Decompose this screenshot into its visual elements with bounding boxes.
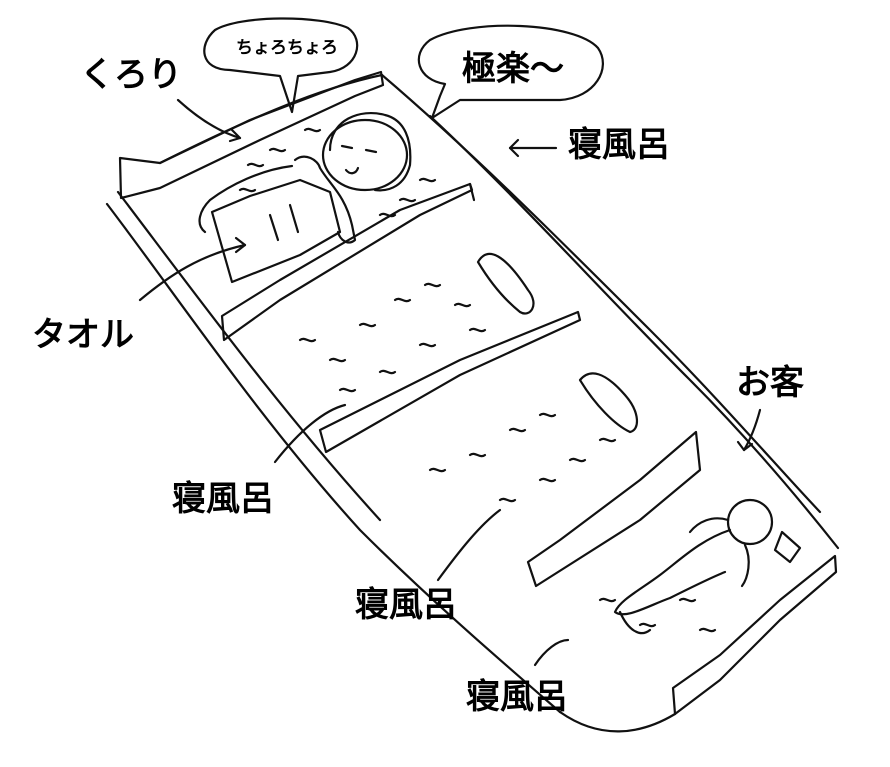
person-kurori-eye-right — [364, 148, 378, 154]
pointer-kurori — [176, 98, 242, 140]
person-guest-arm-2 — [740, 543, 750, 588]
person-guest-body — [613, 528, 732, 616]
water-ripples — [238, 127, 717, 633]
pointer-lines — [138, 98, 762, 667]
frame-bottom-edge — [558, 710, 677, 733]
tub-3-pillow — [578, 372, 638, 434]
person-kurori — [198, 111, 412, 244]
speech-text-big: 極楽〜 — [462, 49, 564, 89]
tub-1 — [220, 182, 476, 342]
bath-frame — [105, 70, 840, 733]
person-kurori-body — [198, 164, 294, 234]
tub-2-pillow — [476, 252, 535, 315]
towel-fold-1 — [268, 213, 280, 242]
person-guest-leg — [618, 610, 652, 635]
frame-top-lip — [118, 70, 385, 200]
person-kurori-eye-left — [340, 144, 354, 150]
person-kurori-head — [321, 118, 409, 192]
pointer-bath-top-arrow — [508, 138, 520, 158]
frame-bottom-lip — [671, 554, 838, 716]
person-kurori-arm — [293, 155, 357, 244]
label-bath-bottom: 寝風呂 — [466, 677, 568, 717]
person-guest — [613, 498, 802, 635]
label-bath-left: 寝風呂 — [172, 479, 274, 519]
tub-2 — [318, 252, 582, 454]
pointer-bath-left — [273, 403, 347, 464]
label-bath-top-right: 寝風呂 — [568, 125, 670, 165]
frame-right-edge-outer — [428, 114, 840, 550]
pointer-towel-arrow — [234, 236, 247, 254]
person-kurori-mouth — [344, 166, 360, 175]
tub-3 — [526, 372, 702, 588]
pointer-bath-bottom — [533, 638, 570, 667]
towel-shape — [210, 178, 342, 284]
label-bath-middle: 寝風呂 — [355, 585, 457, 625]
tub-2-wall — [318, 310, 582, 454]
tub-3-wall — [526, 430, 702, 588]
label-guest: お客 — [736, 363, 804, 403]
pointer-guest-arrow — [736, 440, 754, 452]
label-towel: タオル — [32, 315, 134, 355]
pointer-towel — [138, 243, 247, 302]
tub-4-pillow — [773, 530, 802, 564]
frame-left-edge — [105, 202, 562, 714]
speech-text-small: ちょろちょろ — [236, 38, 338, 58]
pointer-bath-middle — [436, 508, 502, 582]
pointer-guest — [742, 408, 762, 452]
label-kurori: くろり — [80, 55, 182, 95]
towel-fold-2 — [288, 203, 300, 234]
frame-left-edge-inner — [116, 190, 382, 522]
pointer-kurori-arrow — [228, 128, 242, 143]
tub-1-wall-side — [468, 182, 476, 202]
speech-bubbles — [203, 17, 604, 120]
towel — [210, 178, 342, 284]
speech-bubble-small — [203, 17, 359, 114]
person-kurori-hair — [328, 111, 412, 192]
person-guest-head — [726, 498, 774, 546]
speech-bubble-big — [417, 24, 604, 120]
person-guest-arm — [688, 517, 730, 534]
